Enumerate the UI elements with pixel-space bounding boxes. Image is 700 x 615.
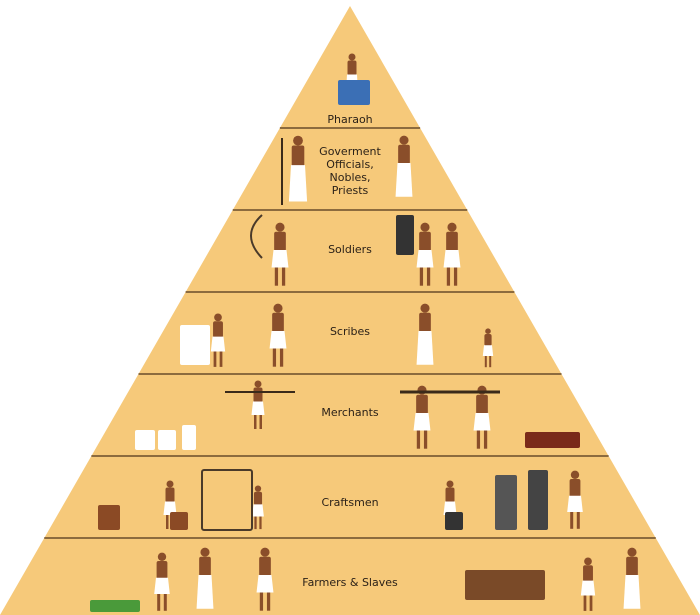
box-icon bbox=[170, 512, 188, 530]
table-icon bbox=[180, 325, 210, 365]
cart-icon bbox=[525, 432, 580, 448]
pottery-icon bbox=[182, 425, 196, 450]
loom-icon bbox=[201, 469, 253, 531]
statue-icon bbox=[495, 475, 517, 530]
tier-label-merchants: Merchants bbox=[321, 406, 379, 419]
person-figure bbox=[395, 135, 413, 197]
person-figure bbox=[416, 222, 434, 286]
person-figure bbox=[623, 547, 641, 609]
figures bbox=[90, 53, 641, 612]
pottery-icon bbox=[135, 430, 155, 450]
tier-label-pharaoh: Pharaoh bbox=[327, 113, 373, 126]
tier-label-scribes: Scribes bbox=[329, 325, 371, 338]
box-icon bbox=[445, 512, 463, 530]
person-figure bbox=[256, 547, 274, 611]
statue-icon bbox=[528, 470, 548, 530]
shield-icon bbox=[396, 215, 414, 255]
person-figure bbox=[154, 552, 170, 611]
person-figure bbox=[269, 303, 287, 367]
pottery-icon bbox=[158, 430, 176, 450]
person-figure bbox=[443, 222, 461, 286]
tier-label-officials: Goverment Officials, Nobles, Priests bbox=[319, 145, 381, 197]
person-figure bbox=[473, 385, 491, 449]
person-figure bbox=[252, 485, 264, 530]
tier-label-farmers: Farmers & Slaves bbox=[302, 576, 398, 589]
person-figure bbox=[567, 470, 583, 529]
crops-icon bbox=[90, 600, 140, 612]
person-figure bbox=[482, 328, 494, 368]
tier-dividers bbox=[44, 127, 656, 539]
person-figure bbox=[580, 557, 596, 611]
tier-label-craftsmen: Craftsmen bbox=[321, 496, 379, 509]
person-figure bbox=[288, 135, 308, 202]
person-figure bbox=[196, 547, 214, 609]
person-figure bbox=[416, 303, 434, 365]
box-icon bbox=[98, 505, 120, 530]
person-figure bbox=[210, 313, 226, 367]
ox-icon bbox=[465, 570, 545, 600]
bow-icon bbox=[250, 214, 263, 259]
person-figure bbox=[271, 222, 289, 286]
tier-label-soldiers: Soldiers bbox=[328, 243, 372, 256]
pyramid-shape bbox=[0, 6, 700, 615]
throne-icon bbox=[338, 80, 370, 105]
